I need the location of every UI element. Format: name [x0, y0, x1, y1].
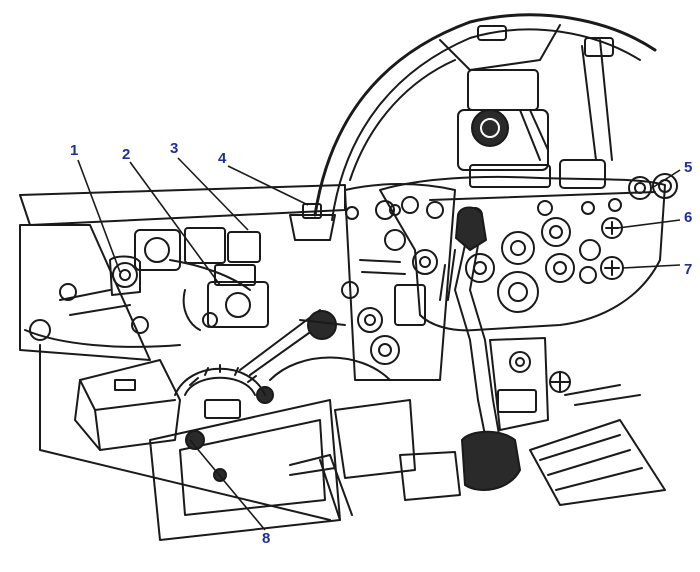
callout-4: 4: [218, 150, 227, 167]
callout-5: 5: [684, 159, 693, 176]
leader-line-2: [129, 161, 221, 286]
center-console: [489, 337, 571, 431]
leader-line-5: [651, 169, 681, 189]
leader-line-8: [189, 439, 266, 531]
callout-1: 1: [70, 142, 79, 159]
lower-left-box: [74, 359, 181, 451]
control-stick: [439, 206, 521, 491]
leader-line-3: [177, 157, 249, 231]
leader-line-6: [617, 219, 681, 229]
leader-line-4: [227, 165, 309, 206]
trim-quadrant: [174, 356, 391, 396]
callout-3: 3: [170, 140, 179, 157]
canopy-frame: [313, 13, 657, 221]
instrument-panel: [379, 173, 678, 332]
left-console: [19, 184, 346, 521]
floor-structure: [149, 399, 416, 541]
leader-lines: [77, 157, 681, 531]
throttle: [239, 309, 346, 404]
callout-2: 2: [122, 146, 131, 163]
rudder-pedals: [399, 384, 666, 506]
upper-fittings: [289, 159, 606, 241]
callout-8: 8: [262, 530, 271, 547]
leader-line-1: [77, 159, 121, 273]
gunsight: [457, 69, 551, 188]
callout-7: 7: [684, 261, 693, 278]
left-subpanel: [341, 183, 456, 381]
leader-line-7: [621, 264, 681, 269]
callout-6: 6: [684, 209, 693, 226]
side-panel-equipment: [109, 227, 269, 331]
